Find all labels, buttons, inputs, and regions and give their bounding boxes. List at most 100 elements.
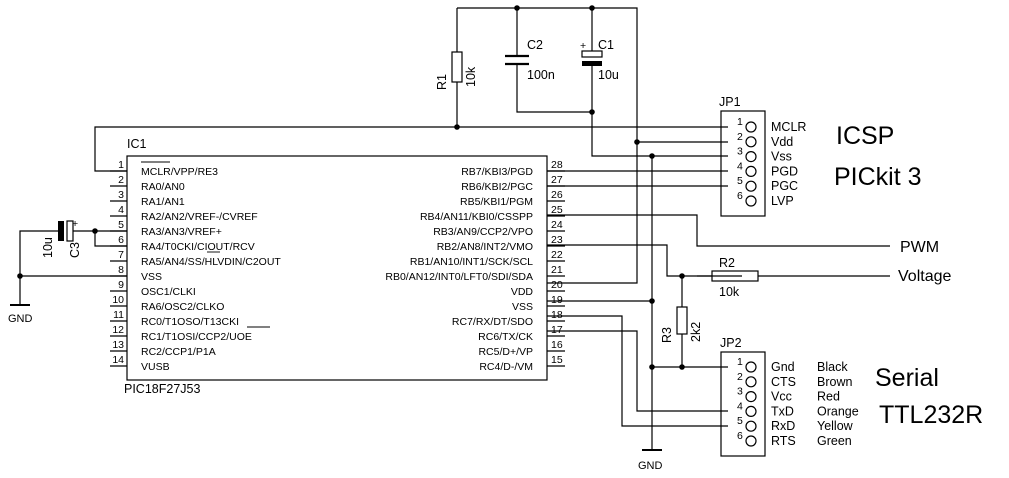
jp1-pin-circle bbox=[745, 180, 757, 192]
jp1-pin-circle bbox=[745, 121, 757, 133]
ic1-pin-name: VUSB bbox=[141, 361, 170, 373]
pwm-label: PWM bbox=[900, 239, 939, 256]
ic1-pin-name: RB5/KBI1/PGM bbox=[460, 196, 533, 208]
ic1-pin-number: 19 bbox=[551, 294, 563, 306]
jp1-pin-label: PGD bbox=[771, 164, 798, 178]
ic1-pin-name: VDD bbox=[511, 286, 534, 298]
jp1-pin-number: 4 bbox=[737, 160, 743, 172]
c2: C2 100n bbox=[505, 38, 555, 82]
ic1-pin-number: 7 bbox=[118, 249, 124, 261]
ic1-pin-number: 17 bbox=[551, 324, 563, 336]
c1-plate-positive bbox=[581, 50, 603, 58]
jp2-pin-label: RTS bbox=[771, 434, 796, 448]
c3-plate-positive bbox=[66, 220, 74, 242]
jp2-wire-color: Yellow bbox=[817, 419, 854, 433]
jp1-pin-number: 1 bbox=[737, 116, 743, 128]
c2-value: 100n bbox=[527, 68, 555, 82]
ra3-ra4-wire bbox=[94, 230, 127, 247]
gnd-left-label: GND bbox=[8, 313, 33, 325]
r3-value: 2k2 bbox=[689, 322, 703, 342]
ic1-pin-number: 12 bbox=[112, 324, 124, 336]
vdd-wire bbox=[457, 7, 638, 284]
jp1-title-icsp: ICSP bbox=[836, 122, 894, 150]
ic1-pin-number: 1 bbox=[118, 159, 124, 171]
r2-ref: R2 bbox=[719, 256, 735, 270]
jp2-wire-color: Red bbox=[817, 390, 840, 404]
c3-polarity: + bbox=[72, 218, 78, 230]
c1-polarity: + bbox=[580, 40, 586, 52]
c3: + 10u C3 bbox=[41, 218, 82, 258]
jp1-pin-circle bbox=[745, 136, 757, 148]
ic1-pin-number: 21 bbox=[551, 264, 563, 276]
jp1-ref: JP1 bbox=[719, 95, 741, 109]
jp2-wire-color: Orange bbox=[817, 404, 859, 418]
ic1-pin-name: VSS bbox=[512, 301, 533, 313]
jp2-pin-circle bbox=[745, 420, 757, 432]
jp1-title-pickit: PICkit 3 bbox=[834, 163, 922, 191]
r1-body bbox=[451, 51, 463, 83]
ic1-pin-name: OSC1/CLKI bbox=[141, 286, 196, 298]
ic1-pin-number: 8 bbox=[118, 264, 124, 276]
r1-ref: R1 bbox=[435, 74, 449, 90]
jp2-pin-circle bbox=[745, 435, 757, 447]
jp2-pin-label: CTS bbox=[771, 375, 796, 389]
jp1-pin-label: MCLR bbox=[771, 120, 806, 134]
junction bbox=[92, 228, 98, 234]
voltage-label: Voltage bbox=[898, 268, 951, 285]
jp1-pin-label: Vss bbox=[771, 150, 792, 164]
ic1-pin-number: 22 bbox=[551, 249, 563, 261]
ic1-pin-name: RB0/AN12/INT0/LFT0/SDI/SDA bbox=[385, 271, 533, 283]
ic1-pin-number: 5 bbox=[118, 219, 124, 231]
ic1-pin-number: 10 bbox=[112, 294, 124, 306]
jp1-pin-number: 5 bbox=[737, 175, 743, 187]
ic1-pin-number: 28 bbox=[551, 159, 563, 171]
c2-bottom-wire bbox=[516, 64, 592, 113]
c2-ref: C2 bbox=[527, 38, 543, 52]
jp2-body bbox=[720, 351, 766, 457]
jp2-pin-circle bbox=[745, 391, 757, 403]
jp2-pin-number: 1 bbox=[737, 356, 743, 368]
jp2-pin-label: TxD bbox=[771, 404, 794, 418]
ic1-pin-name: RA6/OSC2/CLKO bbox=[141, 301, 224, 313]
ic1-pin-name: RB7/KBI3/PGD bbox=[461, 166, 533, 178]
ic1-body bbox=[126, 155, 548, 381]
r1-value: 10k bbox=[464, 66, 478, 87]
junction bbox=[649, 298, 655, 304]
jp2-ref: JP2 bbox=[720, 336, 742, 350]
ic1-ref: IC1 bbox=[127, 137, 147, 151]
jp1-pin-circle bbox=[745, 195, 757, 207]
ic1-pin-name: RA4/T0CKI/CIOUT/RCV bbox=[141, 241, 255, 253]
jp1-body bbox=[720, 110, 766, 217]
pwm-wire bbox=[547, 214, 890, 247]
jp1-pin-label: PGC bbox=[771, 179, 798, 193]
r2: R2 10k bbox=[711, 256, 759, 299]
ic1-pin-number: 25 bbox=[551, 204, 563, 216]
ic1-pin-name: RC1/T1OSI/CCP2/UOE bbox=[141, 331, 252, 343]
ic1-pin-number: 13 bbox=[112, 339, 124, 351]
r3-ref: R3 bbox=[660, 327, 674, 343]
junction bbox=[679, 364, 685, 370]
jp2-pin-number: 6 bbox=[737, 430, 743, 442]
r1: R1 10k bbox=[435, 51, 478, 90]
c1-plate-negative bbox=[582, 61, 602, 66]
ic1-left-pins: 1MCLR/VPP/RE32RA0/AN03RA1/AN14RA2/AN2/VR… bbox=[110, 159, 281, 373]
jp2-pin-circle bbox=[745, 361, 757, 373]
junction bbox=[634, 139, 640, 145]
r3-body bbox=[676, 306, 688, 335]
ic1-pin-name: MCLR/VPP/RE3 bbox=[141, 166, 218, 178]
jp2-pin-label: RxD bbox=[771, 419, 795, 433]
junction bbox=[679, 273, 685, 279]
ic1-pin-number: 14 bbox=[112, 354, 124, 366]
ic1-pin-number: 2 bbox=[118, 174, 124, 186]
rx-wire bbox=[547, 315, 728, 427]
ic1-pin-name: RC0/T1OSO/T13CKI bbox=[141, 316, 239, 328]
ic1-pin-number: 26 bbox=[551, 189, 563, 201]
ic1-pin-name: RC7/RX/DT/SDO bbox=[452, 316, 533, 328]
wires bbox=[10, 7, 890, 451]
jp2-pin-number: 4 bbox=[737, 400, 743, 412]
ic1-part: PIC18F27J53 bbox=[124, 382, 200, 396]
jp2-wire-color: Brown bbox=[817, 375, 852, 389]
